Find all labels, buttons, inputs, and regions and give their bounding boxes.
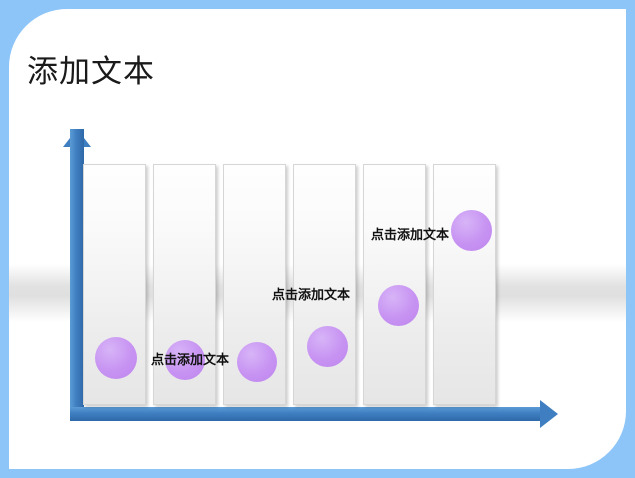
x-axis-arrowhead-icon	[540, 400, 558, 428]
x-axis-arrow	[70, 407, 542, 421]
chart-column-4[interactable]	[293, 164, 356, 405]
chart-bubble-1[interactable]	[95, 337, 137, 379]
chart-bubble-3[interactable]	[237, 342, 277, 382]
chart-label-mid[interactable]: 点击添加文本	[272, 288, 351, 303]
y-axis-arrow	[70, 129, 84, 421]
chart-label-low[interactable]: 点击添加文本	[151, 353, 230, 368]
page-title: 添加文本	[27, 54, 155, 90]
chart-bubble-6[interactable]	[451, 210, 492, 251]
chart-bubble-5[interactable]	[378, 285, 419, 326]
chart-column-6[interactable]	[433, 164, 496, 405]
slide-content-area: 添加文本 点击添加文本 点击添加文本	[9, 9, 626, 469]
chart-bubble-2[interactable]	[165, 340, 205, 380]
chart-plot-area: 点击添加文本 点击添加文本 点击添加文本	[9, 9, 626, 469]
chart-label-high[interactable]: 点击添加文本	[371, 228, 450, 243]
chart-column-5[interactable]	[363, 164, 426, 405]
chart-bubble-4[interactable]	[307, 326, 348, 367]
